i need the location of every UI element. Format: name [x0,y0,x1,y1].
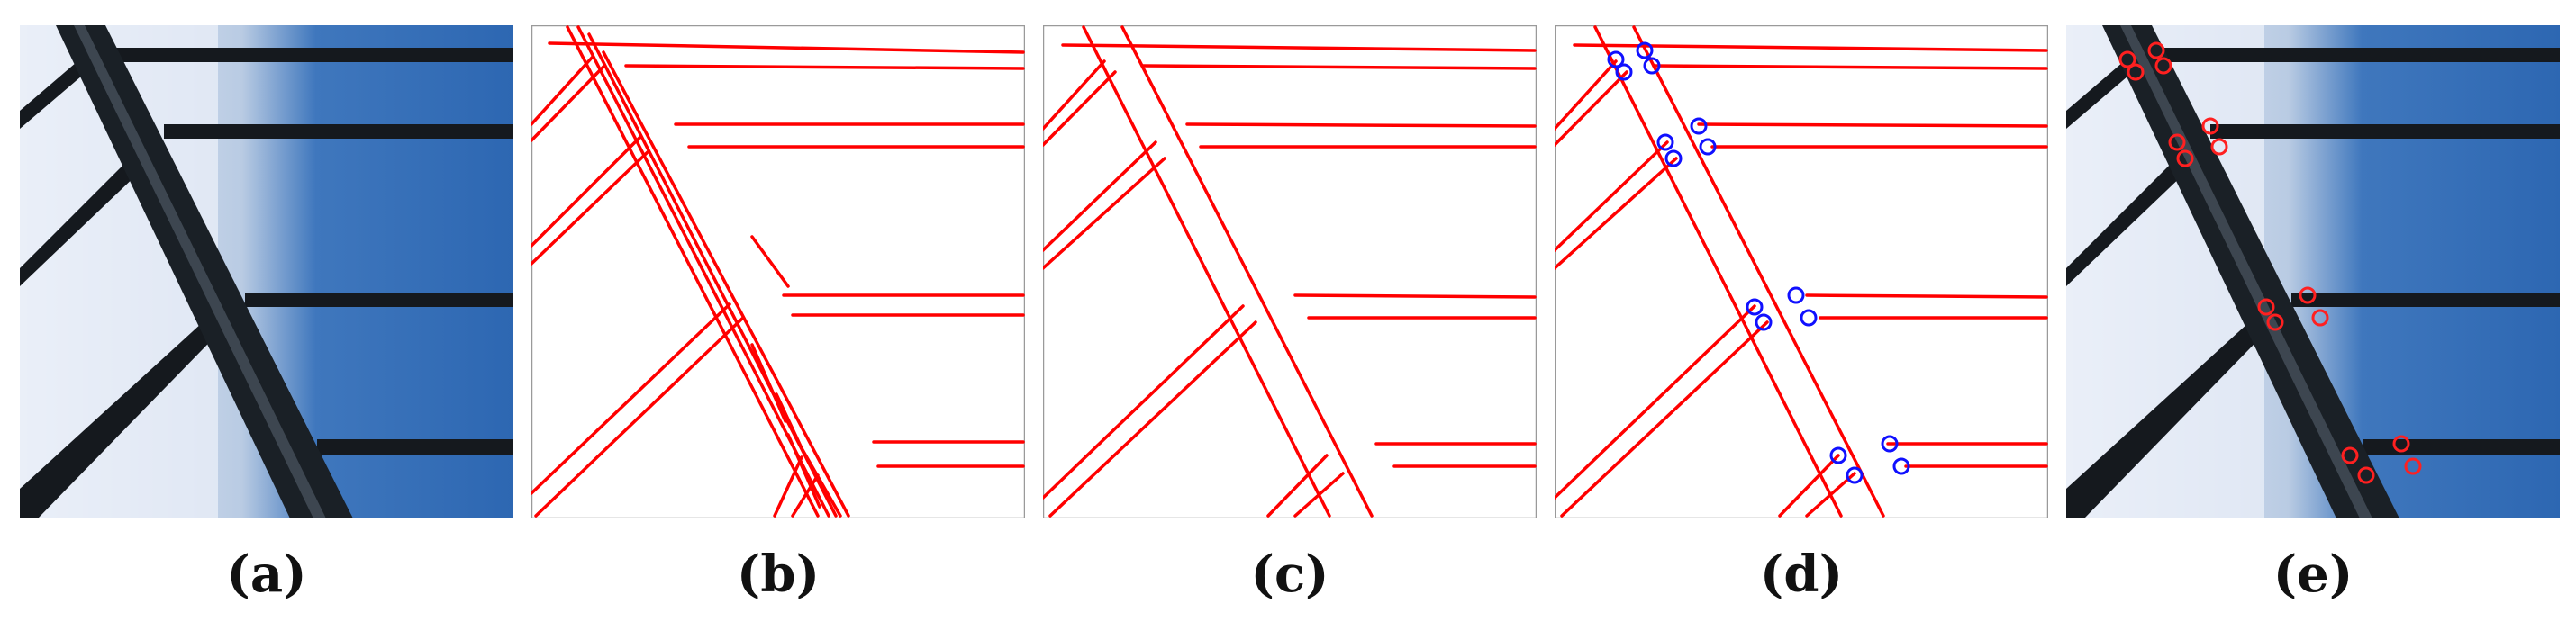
junction-marker [2168,133,2186,151]
junction-marker [1699,138,1717,156]
caption-a: (a) [226,545,307,604]
junction-marker [2266,313,2284,331]
panel-c [1043,25,1537,518]
junction-marker [1664,149,1683,167]
junction-marker [1615,63,1633,81]
glass-facade-photo [20,25,513,518]
panel-d [1555,25,2048,518]
junction-marker [1607,50,1625,68]
junction-marker [2210,138,2228,156]
junction-marker [2299,286,2317,304]
photo-with-junctions [2066,25,2560,518]
junction-marker [1656,133,1674,151]
junction-marker [2311,309,2329,327]
caption-d: (d) [1759,545,1844,604]
junction-marker [2341,446,2359,464]
junction-marker [2176,149,2194,167]
junction-marker [2257,298,2275,316]
caption-e: (e) [2272,545,2354,604]
junction-marker [1846,466,1864,484]
junction-marker [1746,298,1764,316]
junction-marker [1829,446,1847,464]
raw-line-segments-diagram [531,25,1025,518]
junction-marker [2201,117,2219,135]
panel-e [2066,25,2560,518]
junction-marker [1690,117,1708,135]
junction-marker [2154,57,2172,75]
junction-marker [1755,313,1773,331]
junction-marker [1643,57,1661,75]
junction-marker [1881,435,1899,453]
junction-marker [1892,457,1910,475]
junction-marker [1800,309,1818,327]
junction-marker [1787,286,1805,304]
junction-marker [2357,466,2375,484]
junction-marker [2127,63,2145,81]
junction-points-diagram [1555,25,2048,518]
panel-b [531,25,1025,518]
junction-marker [2392,435,2410,453]
junction-marker [2404,457,2422,475]
junction-marker [2147,41,2165,59]
merged-line-segments-diagram [1043,25,1537,518]
caption-b: (b) [736,545,821,604]
junction-marker [1636,41,1654,59]
panel-a [20,25,513,518]
junction-marker [2118,50,2136,68]
caption-c: (c) [1250,545,1329,604]
